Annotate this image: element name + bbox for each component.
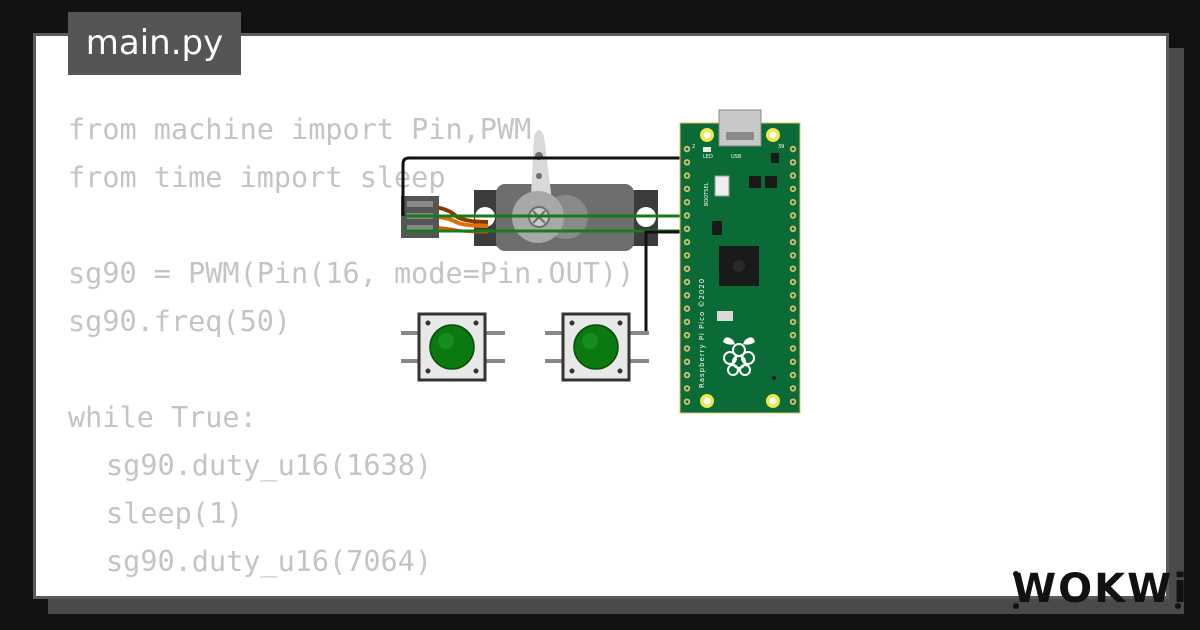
pico-pin-hole — [791, 400, 795, 404]
pico-pin-hole — [791, 360, 795, 364]
pico-pin-hole — [685, 280, 689, 284]
pico-pin-hole — [685, 174, 689, 178]
usb-connector — [718, 109, 762, 147]
wire-black-ground[interactable] — [401, 156, 796, 216]
pico-pin-hole — [791, 214, 795, 217]
code-editor: from machine import Pin,PWM from time imp… — [68, 106, 635, 596]
circuit-diagram: LED USB 2 39 BOOTSEL Raspberry Pi Pico ©… — [401, 109, 801, 414]
pico-pin-hole — [791, 147, 795, 151]
code-line: sg90.duty_u16(1638) — [106, 449, 433, 482]
pico-pin-hole — [791, 293, 795, 297]
bootsel-label: BOOTSEL — [704, 182, 710, 206]
code-line: sg90.duty_u16(7064) — [106, 545, 433, 578]
pico-pin-hole — [791, 160, 795, 164]
pico-pin-hole — [685, 254, 689, 257]
code-line: sleep(1) — [68, 586, 634, 596]
pico-pin-hole — [791, 240, 795, 244]
code-line: from time import sleep — [68, 161, 446, 194]
board-silkscreen-name: Raspberry Pi Pico ©2020 — [698, 278, 706, 388]
pico-pin-hole — [791, 227, 795, 231]
pico-pins-left[interactable] — [683, 145, 691, 405]
pico-pin-hole — [685, 240, 689, 244]
code-line: sleep(1) — [106, 497, 244, 530]
pico-pin-hole — [685, 307, 689, 310]
pico-pin-hole — [685, 160, 689, 164]
pico-pins-right[interactable] — [789, 145, 797, 405]
pico-pin-hole — [685, 200, 689, 204]
push-button-2[interactable] — [545, 312, 649, 382]
pico-pin-hole — [791, 187, 795, 191]
pin-number-label: 2 — [692, 144, 695, 150]
pico-pin-hole — [791, 174, 795, 178]
push-button-1[interactable] — [401, 312, 505, 382]
pico-pin-hole — [685, 187, 689, 191]
pin-number-label: 39 — [778, 144, 784, 150]
file-tab-main-py[interactable]: main.py — [68, 12, 241, 75]
pico-pin-hole — [791, 373, 795, 377]
servo-motor[interactable] — [474, 130, 658, 251]
pico-pin-hole — [791, 333, 795, 337]
wokwi-logo-text: WOKWi — [1012, 566, 1186, 612]
pico-pin-hole — [791, 280, 795, 284]
pico-pin-hole — [685, 347, 689, 350]
pico-pin-hole — [791, 320, 795, 324]
pico-pin-hole — [685, 320, 689, 324]
pico-pin-hole — [685, 400, 689, 404]
code-line: sg90 = PWM(Pin(16, mode=Pin.OUT)) — [68, 257, 635, 290]
onboard-led — [703, 147, 711, 152]
pico-pin-hole — [685, 227, 689, 231]
pico-pin-hole — [791, 307, 795, 310]
pico-pin-hole — [685, 360, 689, 364]
raspberry-pi-logo-icon — [723, 337, 755, 376]
usb-label: USB — [731, 154, 742, 160]
code-line: while True: — [68, 401, 257, 434]
pico-pin-hole — [791, 387, 795, 390]
led-label: LED — [703, 154, 713, 160]
pico-pin-hole — [685, 293, 689, 297]
project-preview-card: from machine import Pin,PWM from time imp… — [33, 33, 1169, 599]
bootsel-button[interactable] — [714, 175, 730, 197]
pico-pin-hole — [685, 267, 689, 271]
pico-pin-hole — [791, 200, 795, 204]
pico-pin-hole — [791, 254, 795, 257]
pico-pin-hole — [685, 333, 689, 337]
pico-pin-hole — [685, 387, 689, 390]
code-line: sg90.freq(50) — [68, 305, 292, 338]
raspberry-pi-pico-board[interactable]: LED USB 2 39 BOOTSEL Raspberry Pi Pico ©… — [679, 109, 801, 414]
wokwi-logo: WOKWi — [1006, 562, 1186, 614]
pico-pin-hole — [685, 373, 689, 377]
wire-black-button[interactable] — [644, 230, 691, 334]
pico-pin-hole — [791, 347, 795, 350]
pico-pin-hole — [791, 267, 795, 271]
pico-pin-hole — [685, 214, 689, 217]
pico-pin-hole — [685, 147, 689, 151]
code-line: from machine import Pin,PWM — [68, 113, 532, 146]
